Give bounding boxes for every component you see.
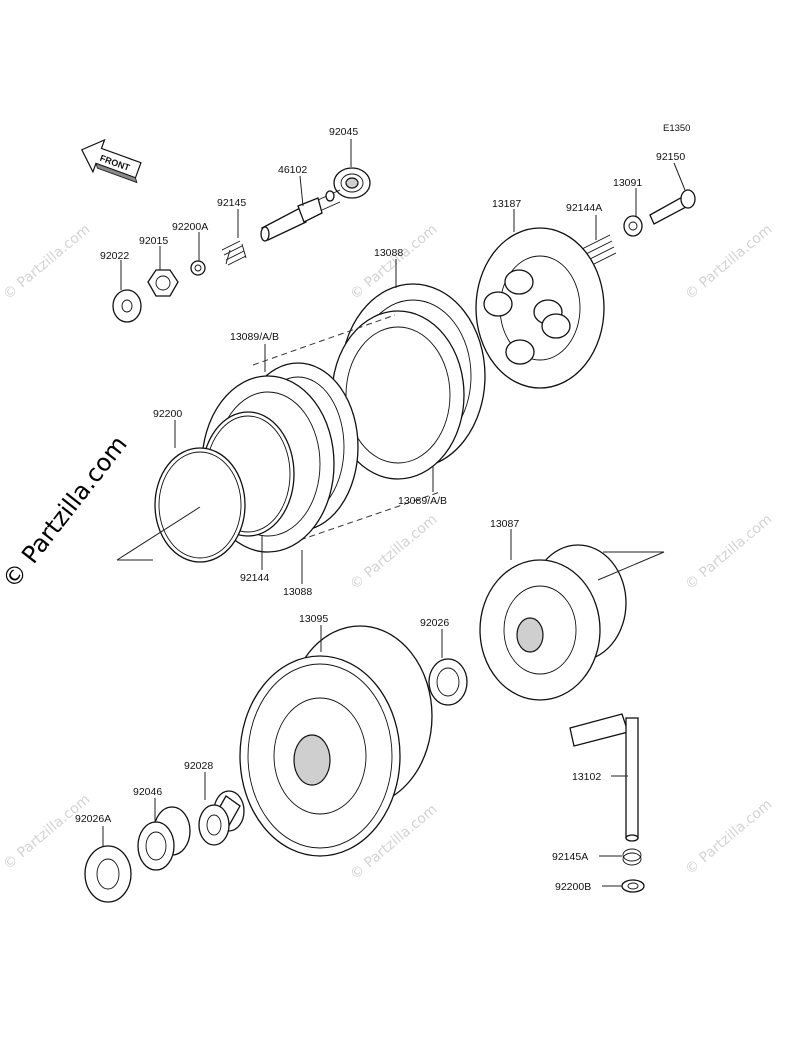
label-92200A: 92200A xyxy=(172,221,208,233)
part-92046-needle-bearing xyxy=(137,806,191,871)
part-13091-collar xyxy=(623,215,643,237)
guide-line xyxy=(252,314,396,366)
front-arrow-icon: FRONT xyxy=(80,138,142,184)
part-13102-release-shaft xyxy=(569,713,639,842)
label-13091: 13091 xyxy=(613,177,642,189)
part-92144A-spring xyxy=(579,234,617,269)
label-92026: 92026 xyxy=(420,617,449,629)
guide-line xyxy=(299,491,441,541)
label-13095: 13095 xyxy=(299,613,328,625)
part-92200-ring xyxy=(154,447,246,563)
watermark-text: © Partzilla.com xyxy=(682,796,775,878)
label-13087: 13087 xyxy=(490,518,519,530)
label-92200B: 92200B xyxy=(555,881,591,893)
label-92144: 92144 xyxy=(240,572,269,584)
part-92026-washer xyxy=(428,658,468,706)
part-labels: 92045 46102 92145 92200A 92015 92022 131… xyxy=(75,126,685,893)
label-92145: 92145 xyxy=(217,197,246,209)
label-92045: 92045 xyxy=(329,126,358,138)
part-92150-bolt xyxy=(649,189,696,225)
label-92145A: 92145A xyxy=(552,851,588,863)
part-92200B-washer xyxy=(621,879,645,893)
watermark-text: © Partzilla.com xyxy=(682,221,775,303)
label-13088-bottom: 13088 xyxy=(283,586,312,598)
part-92145A-spring xyxy=(622,848,642,866)
label-13088-top: 13088 xyxy=(374,247,403,259)
part-13187-pressure-plate xyxy=(475,227,605,389)
label-13102: 13102 xyxy=(572,771,601,783)
watermark-text: © Partzilla.com xyxy=(0,791,93,873)
label-13187: 13187 xyxy=(492,198,521,210)
part-13087-clutch-hub xyxy=(479,544,627,701)
axis-line xyxy=(597,551,665,581)
part-92022-washer xyxy=(112,289,142,323)
label-92026A: 92026A xyxy=(75,813,111,825)
part-92200A-washer xyxy=(190,260,206,276)
part-92145-spring xyxy=(221,240,247,266)
label-92022: 92022 xyxy=(100,250,129,262)
watermark-text: © Partzilla.com xyxy=(347,511,440,593)
axis-line xyxy=(116,506,201,561)
label-92200: 92200 xyxy=(153,408,182,420)
watermark-text: © Partzilla.com xyxy=(682,511,775,593)
label-13089-bottom: 13089/A/B xyxy=(398,495,447,507)
label-92046: 92046 xyxy=(133,786,162,798)
watermark-text: © Partzilla.com xyxy=(0,221,93,303)
part-92015-nut xyxy=(147,269,179,297)
part-92028-sleeve xyxy=(198,790,245,846)
part-13095-clutch-housing xyxy=(239,625,433,857)
part-92026A-washer xyxy=(84,845,132,903)
label-92028: 92028 xyxy=(184,760,213,772)
label-92015: 92015 xyxy=(139,235,168,247)
watermark-main: © Partzilla.com xyxy=(0,431,133,594)
part-92045-bearing xyxy=(333,167,371,199)
label-13089-top: 13089/A/B xyxy=(230,331,279,343)
leader-lines xyxy=(102,139,686,887)
label-92150: 92150 xyxy=(656,151,685,163)
label-92144A: 92144A xyxy=(566,202,602,214)
label-46102: 46102 xyxy=(278,164,307,176)
diagram-code: E1350 xyxy=(663,123,690,134)
part-46102-pushrod xyxy=(260,189,341,242)
